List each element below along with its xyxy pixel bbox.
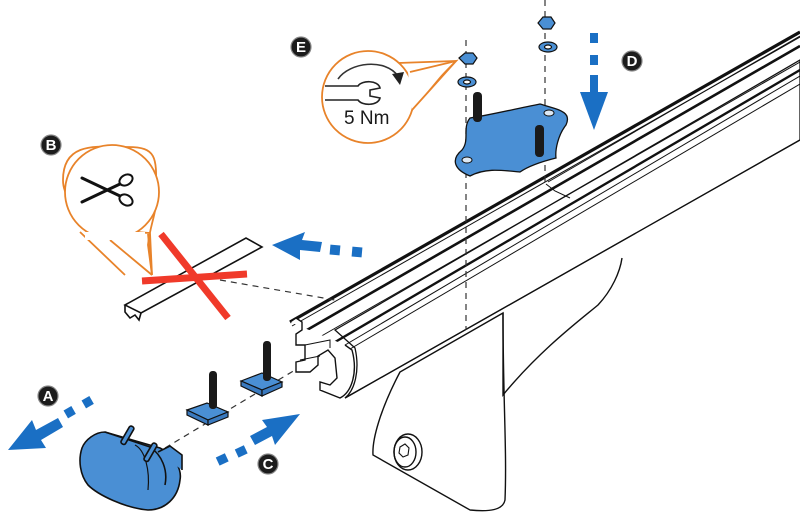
step-badge-a: A <box>37 385 59 407</box>
svg-text:E: E <box>296 39 306 56</box>
arrow-a-icon <box>8 396 94 450</box>
step-badge-e: E <box>290 36 312 58</box>
roof-bar <box>289 30 800 399</box>
step-badge-c: C <box>257 453 279 475</box>
scissors-icon <box>80 173 134 207</box>
clockwise-arrow-icon <box>337 63 399 80</box>
step-badge-b: B <box>40 134 62 156</box>
svg-text:D: D <box>627 53 638 70</box>
torque-value: 5 Nm <box>344 108 389 129</box>
nut-icon <box>537 16 556 30</box>
svg-text:B: B <box>46 137 57 154</box>
plate-stud <box>535 125 544 157</box>
step-badge-d: D <box>621 50 643 72</box>
arrow-b-icon <box>272 232 363 260</box>
svg-text:A: A <box>43 388 54 405</box>
nut-washer-left <box>457 52 478 88</box>
roof-bar-foot <box>372 257 623 512</box>
t-bolt-2 <box>239 341 284 397</box>
arrow-c-icon <box>215 414 300 466</box>
mounting-plate <box>454 92 569 177</box>
nut-washer-right <box>537 16 558 53</box>
plate-stud <box>473 92 482 122</box>
torque-callout: 5 Nm <box>321 50 459 144</box>
no-cut-callout <box>62 144 160 276</box>
svg-text:C: C <box>263 456 274 473</box>
prohibited-cross-icon <box>141 231 248 321</box>
t-bolt-1 <box>185 371 230 426</box>
arrow-d-icon <box>580 33 608 130</box>
wrench-icon <box>325 80 381 106</box>
end-cap <box>79 425 183 511</box>
nut-icon <box>458 52 478 65</box>
